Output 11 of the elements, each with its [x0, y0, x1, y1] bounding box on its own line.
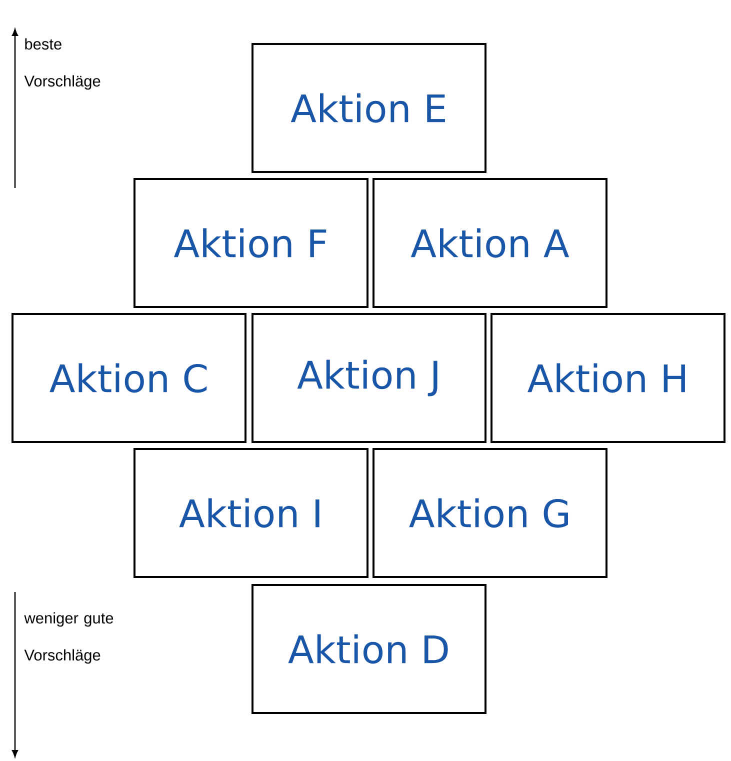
action-box: Aktion H	[490, 313, 726, 443]
action-box: Aktion J	[252, 313, 486, 443]
action-box: Aktion G	[372, 448, 608, 578]
action-box: Aktion C	[12, 313, 246, 443]
action-box: Aktion D	[252, 584, 486, 714]
axis-label: weniger gute Vorschläge	[24, 612, 114, 664]
action-box: Aktion A	[372, 178, 608, 308]
action-box: Aktion I	[134, 448, 368, 578]
axis-label: beste Vorschläge	[24, 38, 100, 90]
action-box: Aktion E	[252, 43, 486, 173]
action-box: Aktion F	[134, 178, 368, 308]
